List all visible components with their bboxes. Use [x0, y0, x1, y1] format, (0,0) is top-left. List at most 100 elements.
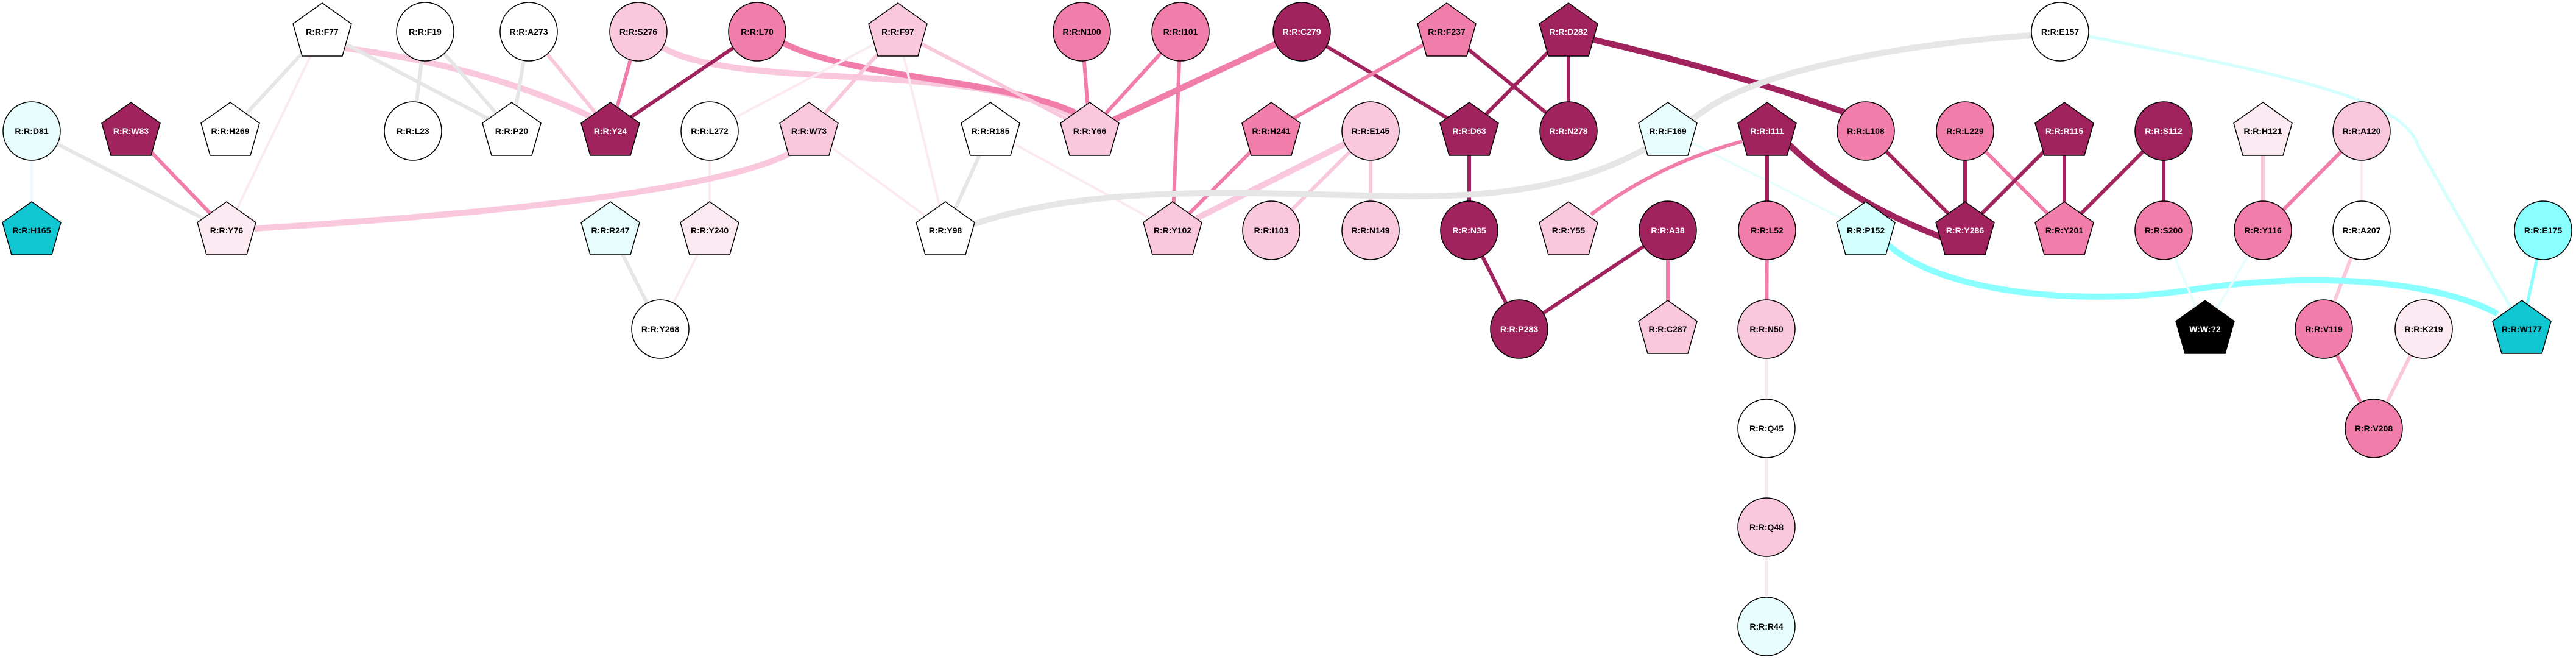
edge-r-r-l70-to-r-r-y24 — [609, 30, 758, 133]
node-r-r-l23[interactable]: R:R:L23 — [384, 101, 442, 161]
node-r-r-l272[interactable]: R:R:L272 — [680, 101, 739, 161]
node-r-r-h165[interactable]: R:R:H165 — [2, 201, 62, 255]
node-r-r-n100[interactable]: R:R:N100 — [1053, 2, 1111, 62]
node-r-r-f169[interactable]: R:R:F169 — [1638, 102, 1698, 156]
circle-node-shape — [631, 299, 690, 359]
node-w-w-2[interactable]: W:W:?2 — [2175, 300, 2235, 354]
node-r-r-f237[interactable]: R:R:F237 — [1417, 2, 1477, 57]
circle-node-shape — [1341, 200, 1400, 260]
node-r-r-y76[interactable]: R:R:Y76 — [197, 201, 256, 255]
node-label: R:R:I101 — [1163, 27, 1198, 37]
node-r-r-f97[interactable]: R:R:F97 — [868, 2, 928, 57]
node-r-r-s112[interactable]: R:R:S112 — [2134, 101, 2193, 161]
node-r-r-w177[interactable]: R:R:W177 — [2492, 300, 2552, 354]
node-label: R:R:S276 — [619, 27, 657, 37]
edge-r-r-c279-to-r-r-d63 — [1300, 30, 1470, 133]
node-r-r-y24[interactable]: R:R:Y24 — [580, 102, 640, 156]
node-label: R:R:F19 — [409, 27, 442, 37]
edge-r-r-y55-to-r-r-i111 — [1590, 140, 1743, 216]
node-r-r-r44[interactable]: R:R:R44 — [1737, 597, 1796, 656]
node-label: R:R:P152 — [1847, 225, 1885, 235]
pentagon-node-shape — [1241, 102, 1301, 156]
node-r-r-v119[interactable]: R:R:V119 — [2295, 299, 2353, 359]
node-r-r-a120[interactable]: R:R:A120 — [2332, 101, 2391, 161]
node-r-r-l70[interactable]: R:R:L70 — [728, 2, 786, 62]
node-r-r-w83[interactable]: R:R:W83 — [101, 102, 161, 156]
node-label: R:R:N149 — [1351, 225, 1389, 235]
node-label: R:R:Y240 — [691, 225, 729, 235]
node-r-r-n278[interactable]: R:R:N278 — [1539, 101, 1598, 161]
node-r-r-i101[interactable]: R:R:I101 — [1151, 2, 1210, 62]
node-r-r-q48[interactable]: R:R:Q48 — [1737, 497, 1796, 557]
node-r-r-e175[interactable]: R:R:E175 — [2514, 200, 2572, 260]
node-r-r-r247[interactable]: R:R:R247 — [580, 201, 640, 255]
circle-node-shape — [1440, 200, 1498, 260]
node-r-r-s200[interactable]: R:R:S200 — [2134, 200, 2193, 260]
node-r-r-i111[interactable]: R:R:I111 — [1737, 102, 1797, 156]
node-r-r-y102[interactable]: R:R:Y102 — [1143, 201, 1202, 255]
circle-node-shape — [1738, 200, 1796, 260]
node-r-r-w73[interactable]: R:R:W73 — [779, 102, 839, 156]
node-label: R:R:F97 — [881, 27, 914, 37]
circle-node-shape — [2295, 299, 2353, 359]
node-r-r-p283[interactable]: R:R:P283 — [1490, 299, 1548, 359]
node-r-r-v208[interactable]: R:R:V208 — [2345, 399, 2403, 458]
node-r-r-a273[interactable]: R:R:A273 — [499, 2, 558, 62]
node-r-r-y268[interactable]: R:R:Y268 — [631, 299, 690, 359]
circle-node-shape — [1053, 2, 1111, 62]
node-label: R:R:F237 — [1428, 27, 1466, 37]
node-r-r-p20[interactable]: R:R:P20 — [482, 102, 542, 156]
node-r-r-y286[interactable]: R:R:Y286 — [1935, 201, 1995, 255]
node-r-r-d63[interactable]: R:R:D63 — [1439, 102, 1499, 156]
node-r-r-e157[interactable]: R:R:E157 — [2031, 2, 2089, 62]
edge-r-r-e157-to-r-r-w177 — [2089, 35, 2513, 309]
node-r-r-y55[interactable]: R:R:Y55 — [1539, 201, 1598, 255]
pentagon-node-shape — [292, 2, 352, 57]
node-r-r-h269[interactable]: R:R:H269 — [200, 102, 260, 156]
node-r-r-y201[interactable]: R:R:Y201 — [2034, 201, 2094, 255]
node-r-r-c279[interactable]: R:R:C279 — [1272, 2, 1331, 62]
circle-node-shape — [2345, 399, 2403, 458]
node-label: R:R:Y55 — [1552, 225, 1586, 235]
edge-r-r-p152-to-r-r-w177 — [1886, 243, 2499, 317]
node-r-r-r185[interactable]: R:R:R185 — [961, 102, 1020, 156]
node-r-r-r115[interactable]: R:R:R115 — [2034, 102, 2094, 156]
node-r-r-a207[interactable]: R:R:A207 — [2332, 200, 2391, 260]
circle-node-shape — [1490, 299, 1548, 359]
pentagon-node-shape — [1638, 300, 1698, 354]
node-label: R:R:P20 — [495, 126, 529, 136]
node-r-r-f19[interactable]: R:R:F19 — [396, 2, 454, 62]
node-r-r-s276[interactable]: R:R:S276 — [609, 2, 668, 62]
circle-node-shape — [384, 101, 442, 161]
node-r-r-l229[interactable]: R:R:L229 — [1936, 101, 1994, 161]
node-r-r-y240[interactable]: R:R:Y240 — [680, 201, 739, 255]
node-label: R:R:S112 — [2145, 126, 2183, 136]
node-r-r-e145[interactable]: R:R:E145 — [1341, 101, 1400, 161]
node-r-r-c287[interactable]: R:R:C287 — [1638, 300, 1698, 354]
node-r-r-h241[interactable]: R:R:H241 — [1241, 102, 1301, 156]
node-r-r-y116[interactable]: R:R:Y116 — [2234, 200, 2292, 260]
node-r-r-p152[interactable]: R:R:P152 — [1836, 201, 1896, 255]
node-label: R:R:V119 — [2305, 324, 2343, 334]
node-r-r-l52[interactable]: R:R:L52 — [1738, 200, 1796, 260]
node-label: R:R:A273 — [509, 27, 548, 37]
node-r-r-n149[interactable]: R:R:N149 — [1341, 200, 1400, 260]
node-r-r-h121[interactable]: R:R:H121 — [2233, 102, 2293, 156]
node-r-r-y66[interactable]: R:R:Y66 — [1060, 102, 1120, 156]
node-label: R:R:R247 — [591, 225, 629, 235]
node-r-r-d282[interactable]: R:R:D282 — [1539, 2, 1598, 57]
pentagon-node-shape — [916, 201, 975, 255]
node-r-r-a38[interactable]: R:R:A38 — [1639, 200, 1697, 260]
node-r-r-i103[interactable]: R:R:I103 — [1242, 200, 1300, 260]
node-r-r-f77[interactable]: R:R:F77 — [292, 2, 352, 57]
circle-node-shape — [1272, 2, 1331, 62]
edge-r-r-f97-to-r-r-y66 — [897, 30, 1091, 133]
node-r-r-n35[interactable]: R:R:N35 — [1440, 200, 1498, 260]
node-r-r-y98[interactable]: R:R:Y98 — [916, 201, 975, 255]
node-r-r-d81[interactable]: R:R:D81 — [2, 101, 61, 161]
node-r-r-q45[interactable]: R:R:Q45 — [1737, 399, 1796, 458]
node-r-r-l108[interactable]: R:R:L108 — [1837, 101, 1895, 161]
node-r-r-n50[interactable]: R:R:N50 — [1737, 299, 1796, 359]
node-r-r-k219[interactable]: R:R:K219 — [2394, 299, 2453, 359]
node-label: R:R:I103 — [1254, 225, 1289, 235]
